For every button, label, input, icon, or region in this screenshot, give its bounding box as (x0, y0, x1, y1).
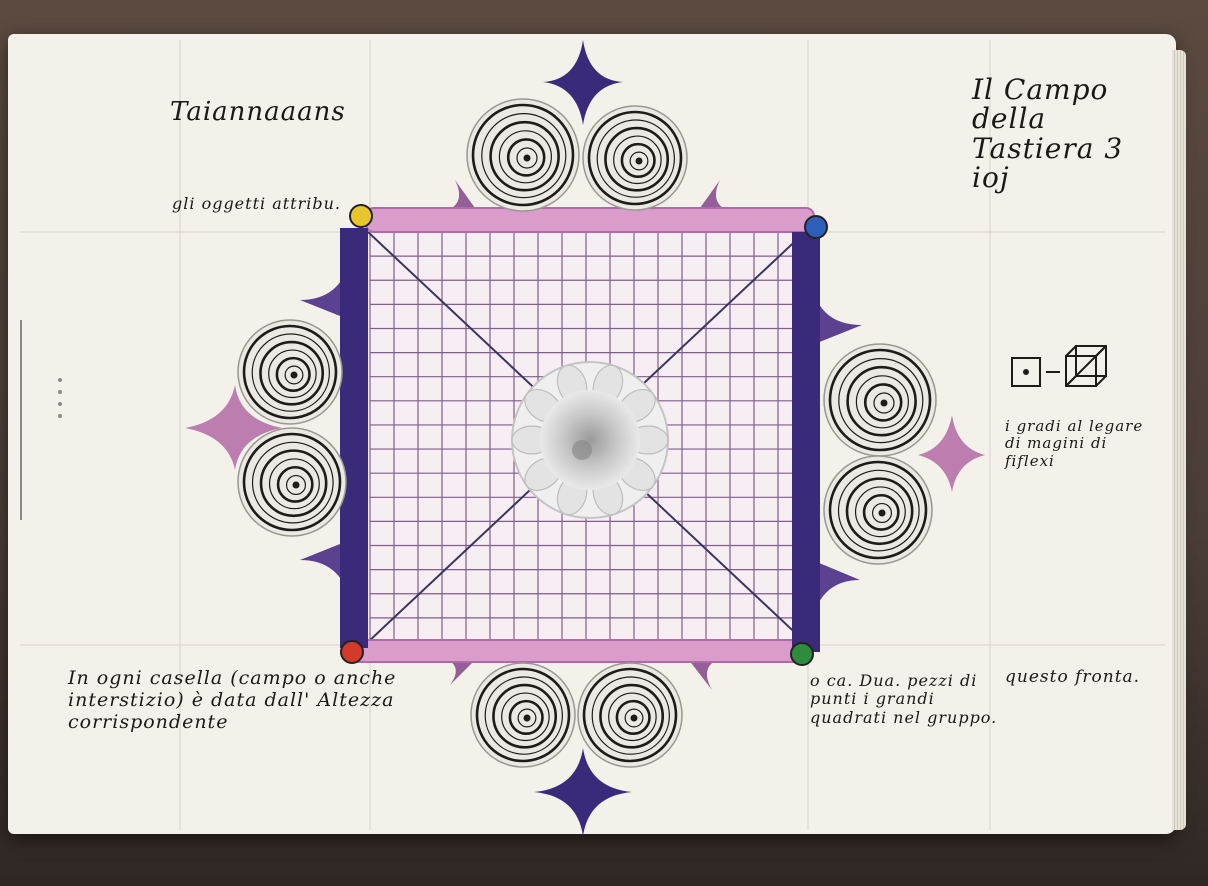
cube-icon (1012, 346, 1106, 386)
subheading-top-left: gli oggetti attribu. (172, 195, 352, 213)
spiral-icon (471, 663, 575, 767)
frame-top (366, 208, 814, 232)
spiral-icon (238, 320, 342, 424)
spiral-icon (578, 663, 682, 767)
frame-left (340, 228, 368, 648)
spiral-icon (238, 428, 346, 536)
spiral-icon (824, 456, 932, 564)
corner-blue-dot (805, 216, 827, 238)
spiral-icon (824, 344, 936, 456)
corner-green-dot (791, 643, 813, 665)
frame-right (792, 232, 820, 652)
sun-medallion-icon (512, 361, 668, 518)
caption-bottom-middle: o ca. Dua. pezzi di punti i grandi quadr… (810, 672, 1000, 727)
caption-bottom-left: In ogni casella (campo o anche interstiz… (68, 668, 408, 734)
note-right-1: i gradi al legare di magini di fiflexi (1005, 418, 1145, 470)
spiral-icon (583, 106, 687, 210)
heading-top-left: Taiannaaans (170, 98, 380, 128)
spiral-icon (467, 99, 579, 211)
frame-bottom (352, 640, 808, 662)
note-right-2: questo fronta. (1005, 668, 1145, 688)
corner-yellow-dot (350, 205, 372, 227)
corner-red-dot (341, 641, 363, 663)
binding-marks (20, 320, 62, 520)
title-top-right: Il Campo della Tastiera 3 ioj (972, 75, 1142, 193)
